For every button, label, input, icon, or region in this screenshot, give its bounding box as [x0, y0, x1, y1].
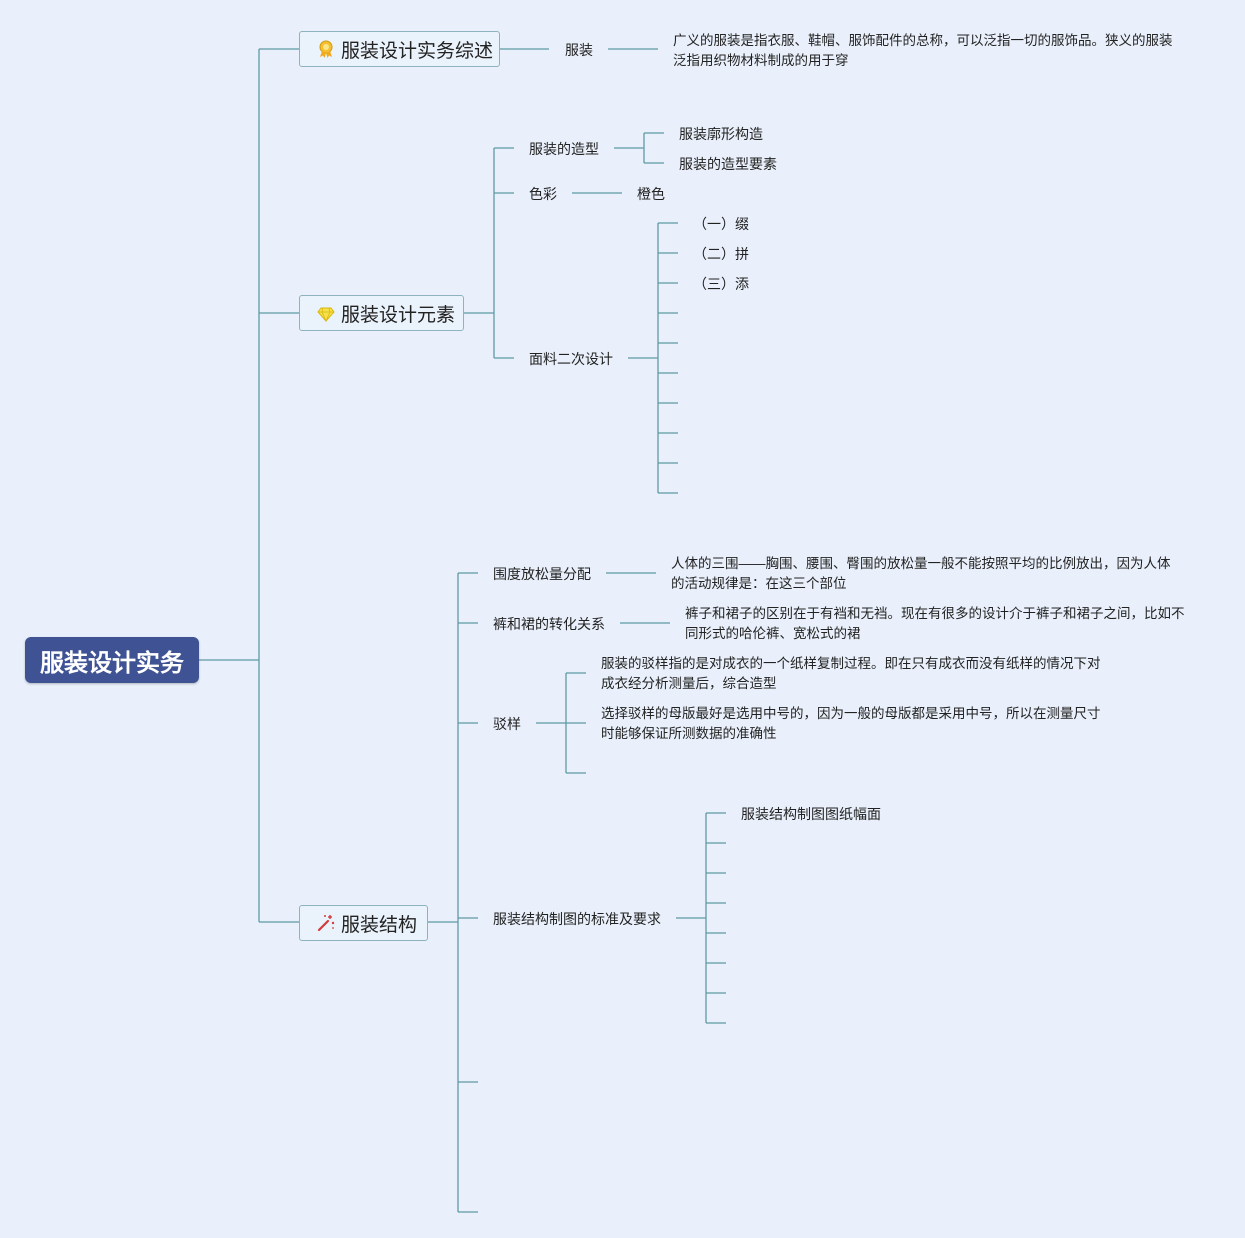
topic-color[interactable]: 色彩	[529, 186, 557, 202]
topic-pattern-copy-detail-2[interactable]: 选择驳样的母版最好是选用中号的，因为一般的母版都是采用中号，所以在测量尺寸时能够…	[601, 706, 1101, 741]
branch-design-elements[interactable]: 服装设计元素	[299, 295, 464, 331]
topic-drafting-standards[interactable]: 服装结构制图的标准及要求	[493, 911, 661, 927]
topic-pants-skirt[interactable]: 裤和裙的转化关系	[493, 616, 605, 632]
topic-pattern-copy-detail-1[interactable]: 服装的驳样指的是对成衣的一个纸样复制过程。即在只有成衣而没有纸样的情况下对成衣经…	[601, 656, 1101, 691]
topic-fabric-item-3[interactable]: （三）添	[693, 276, 749, 292]
topic-ease-allocation-detail[interactable]: 人体的三围——胸围、腰围、臀围的放松量一般不能按照平均的比例放出，因为人体的活动…	[671, 556, 1171, 591]
topic-clothing[interactable]: 服装	[565, 42, 593, 58]
topic-fabric-item-1[interactable]: （一）缀	[693, 216, 749, 232]
topic-drafting-paper-size[interactable]: 服装结构制图图纸幅面	[741, 806, 881, 822]
topic-fabric-item-2[interactable]: （二）拼	[693, 246, 749, 262]
topic-silhouette-structure[interactable]: 服装廓形构造	[679, 126, 763, 142]
diamond-gem-icon	[316, 303, 336, 323]
topic-fabric-redesign[interactable]: 面料二次设计	[529, 351, 613, 367]
branch-garment-structure-label: 服装结构	[341, 914, 418, 936]
topic-silhouette[interactable]: 服装的造型	[529, 141, 599, 157]
topic-silhouette-elements[interactable]: 服装的造型要素	[679, 156, 777, 172]
topic-pattern-copy[interactable]: 驳样	[493, 716, 521, 732]
branch-overview-label: 服装设计实务综述	[341, 40, 494, 62]
topic-clothing-detail[interactable]: 广义的服装是指衣服、鞋帽、服饰配件的总称，可以泛指一切的服饰品。狭义的服装泛指用…	[673, 33, 1173, 68]
magic-wand-icon	[316, 913, 336, 933]
award-ribbon-icon	[316, 39, 336, 59]
branch-garment-structure[interactable]: 服装结构	[299, 905, 428, 941]
topic-pants-skirt-detail[interactable]: 裤子和裙子的区别在于有裆和无裆。现在有很多的设计介于裤子和裙子之间，比如不同形式…	[685, 606, 1185, 641]
branch-overview[interactable]: 服装设计实务综述	[299, 31, 500, 67]
topic-color-orange[interactable]: 橙色	[637, 186, 665, 202]
root-topic[interactable]: 服装设计实务	[25, 637, 199, 683]
branch-design-elements-label: 服装设计元素	[341, 304, 456, 326]
topic-ease-allocation[interactable]: 围度放松量分配	[493, 566, 591, 582]
